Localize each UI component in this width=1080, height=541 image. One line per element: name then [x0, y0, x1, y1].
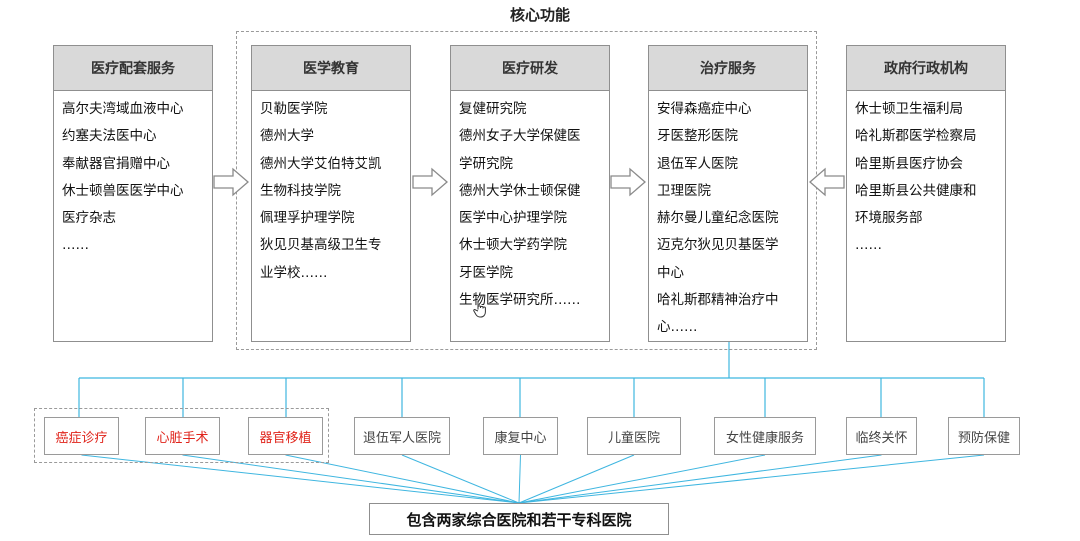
hand-cursor-icon [473, 300, 486, 318]
connector-fan [81, 454, 520, 504]
list-item: 德州女子大学保健医 [459, 128, 581, 145]
list-item: 狄见贝基高级卫生专 [260, 237, 382, 254]
list-item: 复健研究院 [459, 101, 527, 117]
core-functions-title: 核心功能 [509, 6, 570, 24]
list-item: 德州大学艾伯特艾凯 [260, 155, 382, 172]
hospitals-summary-box: 包含两家综合医院和若干专科医院 [369, 503, 669, 535]
connector-fan [518, 454, 521, 504]
list-item: 安得森癌症中心 [657, 101, 752, 117]
service-box: 退伍军人医院 [354, 417, 450, 455]
list-item: 贝勒医学院 [260, 101, 328, 117]
service-box: 女性健康服务 [714, 417, 816, 455]
column-medical-education: 医学教育 贝勒医学院 德州大学 德州大学艾伯特艾凯 生物科技学院 佩理孚护理学院… [251, 45, 411, 342]
service-box: 儿童医院 [587, 417, 681, 455]
list-item: 中心 [657, 264, 684, 281]
column-title: 医疗研发 [451, 46, 609, 91]
column-treatment-services: 治疗服务 安得森癌症中心 牙医整形医院 退伍军人医院 卫理医院 赫尔曼儿童纪念医… [648, 45, 808, 342]
list-item: 业学校…… [260, 264, 328, 281]
list-item: 高尔夫湾域血液中心 [62, 101, 184, 117]
list-item: 环境服务部 [855, 210, 923, 227]
service-box: 癌症诊疗 [44, 417, 119, 455]
connector-fan [518, 454, 635, 504]
list-item: 医学中心护理学院 [459, 210, 567, 227]
connector-fan [518, 454, 766, 504]
list-item: 卫理医院 [657, 182, 711, 199]
list-item: 哈礼斯郡精神治疗中 [657, 292, 779, 309]
list-item: 生物医学研究所…… [459, 292, 581, 309]
list-item: 休士顿卫生福利局 [855, 101, 963, 117]
arrow-left-icon [809, 167, 845, 197]
list-item: 休士顿大学药学院 [459, 237, 567, 254]
list-item: 哈里斯县公共健康和 [855, 182, 977, 199]
column-title: 医疗配套服务 [54, 46, 212, 91]
list-item: 奉献器官捐赠中心 [62, 155, 170, 172]
list-item: 休士顿兽医医学中心 [62, 182, 184, 199]
column-title: 医学教育 [252, 46, 410, 91]
list-item: 约塞夫法医中心 [62, 128, 157, 145]
arrow-right-icon [412, 167, 448, 197]
arrow-right-icon [610, 167, 646, 197]
list-item: 德州大学休士顿保健 [459, 182, 581, 199]
column-title: 政府行政机构 [847, 46, 1005, 91]
list-item: 德州大学 [260, 128, 314, 145]
column-title: 治疗服务 [649, 46, 807, 91]
list-item: 生物科技学院 [260, 182, 341, 199]
service-box: 预防保健 [948, 417, 1020, 455]
list-item: …… [855, 237, 882, 254]
list-item: 佩理孚护理学院 [260, 210, 355, 227]
list-item: 哈礼斯郡医学检察局 [855, 128, 977, 145]
service-box: 器官移植 [248, 417, 323, 455]
column-medical-support: 医疗配套服务 高尔夫湾域血液中心 约塞夫法医中心 奉献器官捐赠中心 休士顿兽医医… [53, 45, 213, 342]
connector-fan [518, 454, 985, 504]
list-item: 退伍军人医院 [657, 155, 738, 172]
list-item: 赫尔曼儿童纪念医院 [657, 210, 779, 227]
list-item: 迈克尔狄见贝基医学 [657, 237, 779, 254]
column-government-agencies: 政府行政机构 休士顿卫生福利局 哈礼斯郡医学检察局 哈里斯县医疗协会 哈里斯县公… [846, 45, 1006, 342]
highlight-group-frame [34, 408, 329, 463]
arrow-right-icon [213, 167, 249, 197]
service-box: 临终关怀 [846, 417, 917, 455]
connector-fan [401, 454, 520, 504]
service-box: 康复中心 [483, 417, 558, 455]
connector-fan [518, 454, 882, 504]
list-item: 心…… [657, 319, 698, 336]
list-item: 牙医整形医院 [657, 128, 738, 145]
list-item: 牙医学院 [459, 264, 513, 281]
connector-fan [182, 454, 520, 504]
column-medical-research: 医疗研发 复健研究院 德州女子大学保健医 学研究院 德州大学休士顿保健 医学中心… [450, 45, 610, 342]
list-item: 哈里斯县医疗协会 [855, 155, 963, 172]
list-item: 医疗杂志 [62, 210, 116, 227]
list-item: 学研究院 [459, 155, 513, 172]
connector-fan [285, 454, 520, 504]
service-box: 心脏手术 [145, 417, 220, 455]
list-item: …… [62, 237, 89, 254]
